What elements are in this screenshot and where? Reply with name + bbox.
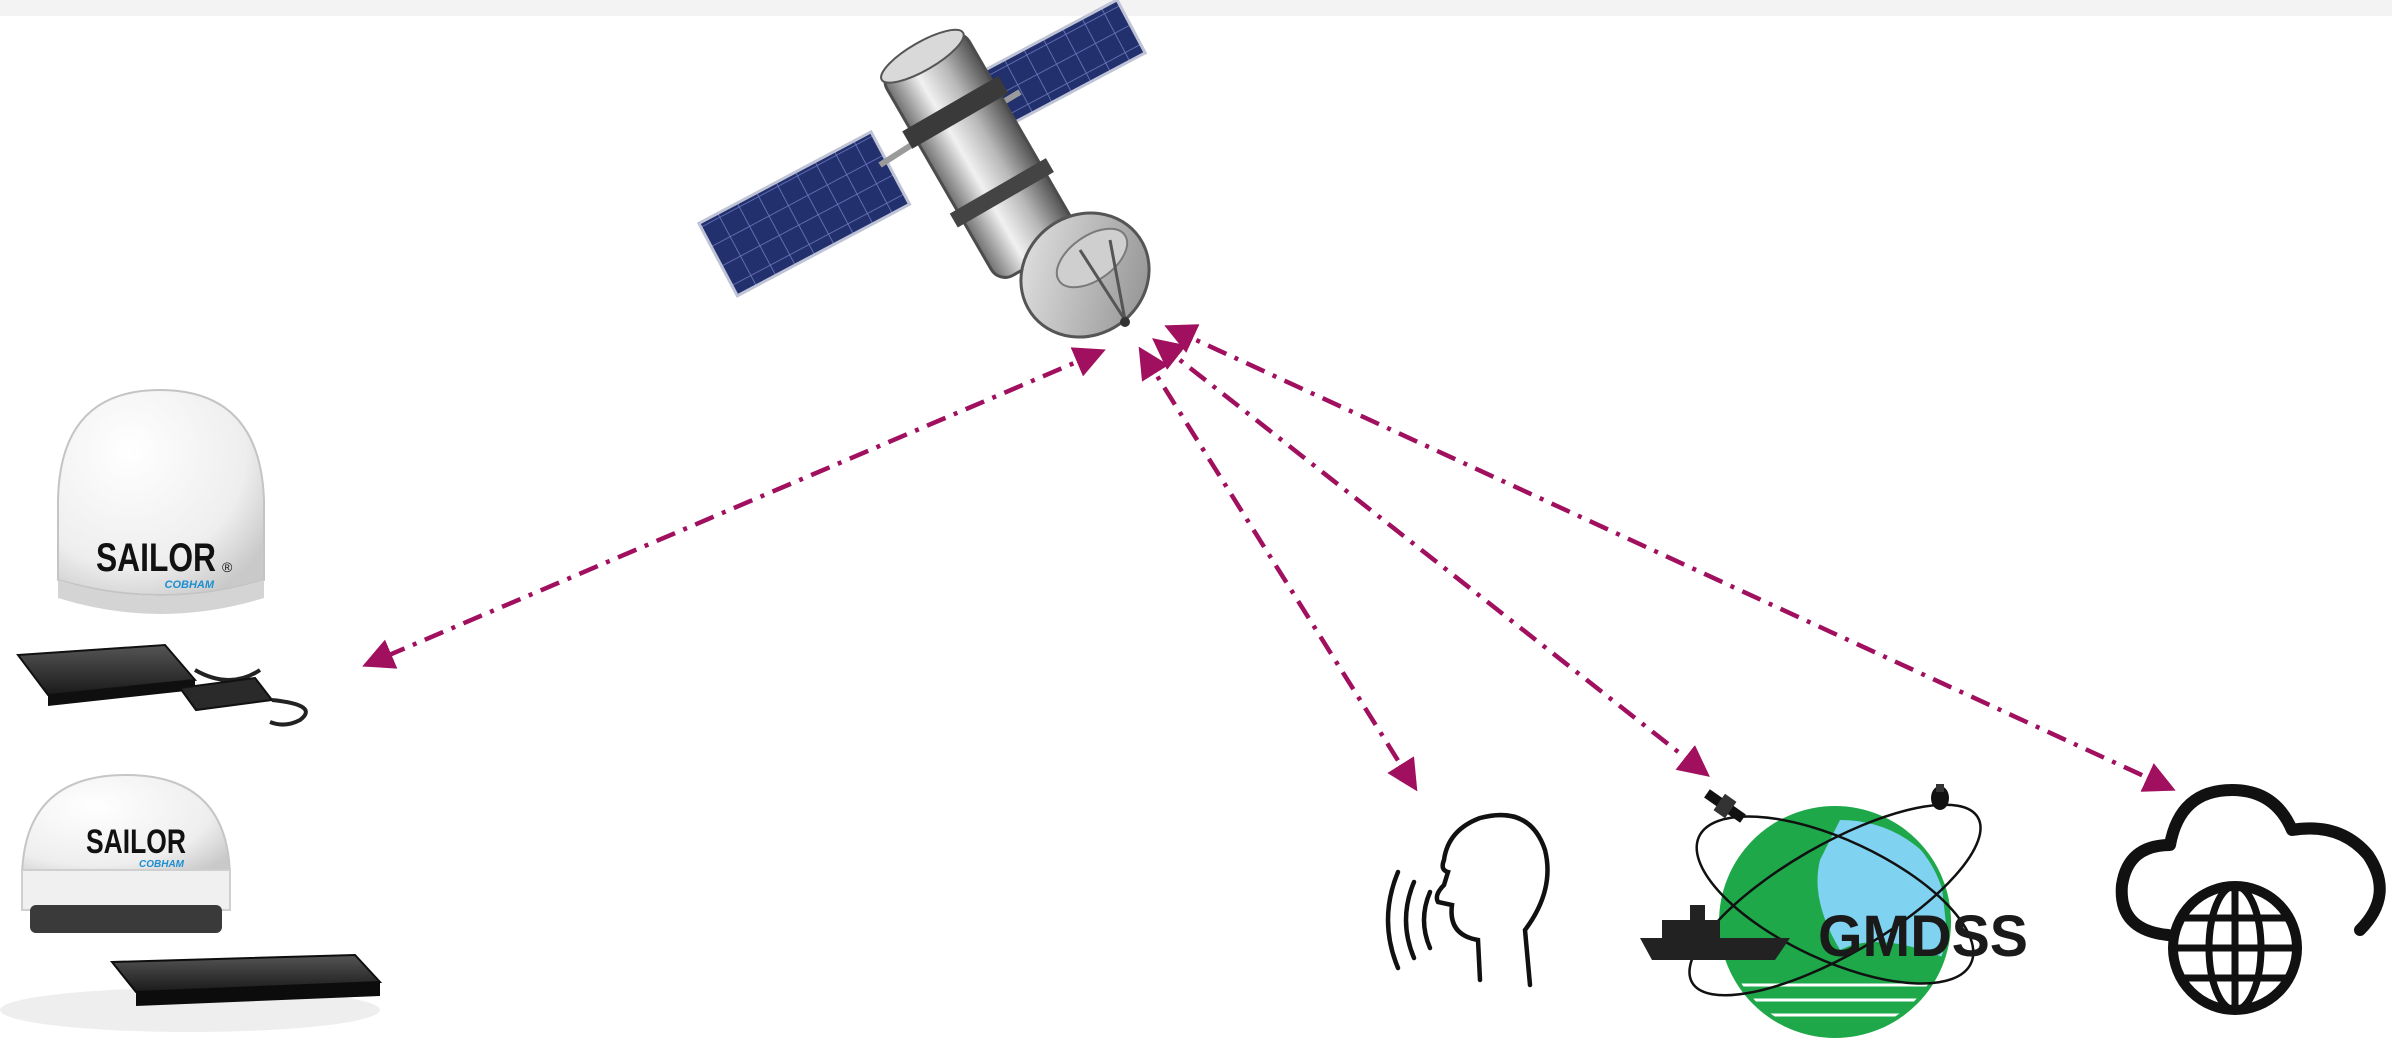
link-arrow-gmdss: [1157, 342, 1705, 773]
link-arrow-voice: [1142, 352, 1414, 786]
terminal-subbrand-label: COBHAM: [165, 579, 215, 591]
link-arrow-terminals: [368, 352, 1100, 664]
terminal-brand-label: SAILOR: [96, 536, 216, 580]
link-arrows: [368, 328, 2170, 788]
solar-panel-lower: [699, 132, 910, 296]
gmdss-globe-icon: GMDSS: [1640, 770, 2028, 1040]
voice-speaking-head-icon: [1388, 815, 1548, 985]
gmdss-buoy-icon: [1931, 784, 1949, 810]
sailor-terminal-large: SAILOR ® COBHAM: [18, 390, 306, 725]
solar-panel-upper: [985, 0, 1146, 123]
gmdss-satellite-left-icon: [1701, 785, 1749, 827]
terminal-registered-mark: ®: [222, 559, 233, 575]
sailor-terminal-compact: SAILOR COBHAM: [0, 775, 380, 1032]
terminal-compact-subbrand-label: COBHAM: [139, 859, 185, 870]
terminal-compact-brand-label: SAILOR: [86, 823, 186, 861]
gmdss-label: GMDSS: [1818, 904, 2028, 969]
satellite-icon: [699, 0, 1174, 362]
cloud-globe-icon: [2122, 790, 2380, 1016]
link-arrow-internet: [1170, 328, 2170, 788]
